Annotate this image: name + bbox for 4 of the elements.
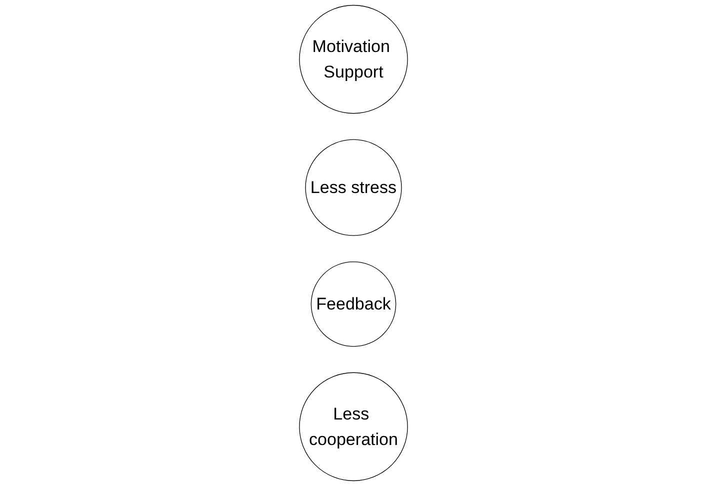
node-circle: Less cooperation bbox=[299, 372, 408, 482]
node-circle: Motivation Support bbox=[299, 4, 408, 114]
node-circle: Less stress bbox=[305, 139, 402, 236]
node-circle: Feedback bbox=[310, 261, 396, 347]
